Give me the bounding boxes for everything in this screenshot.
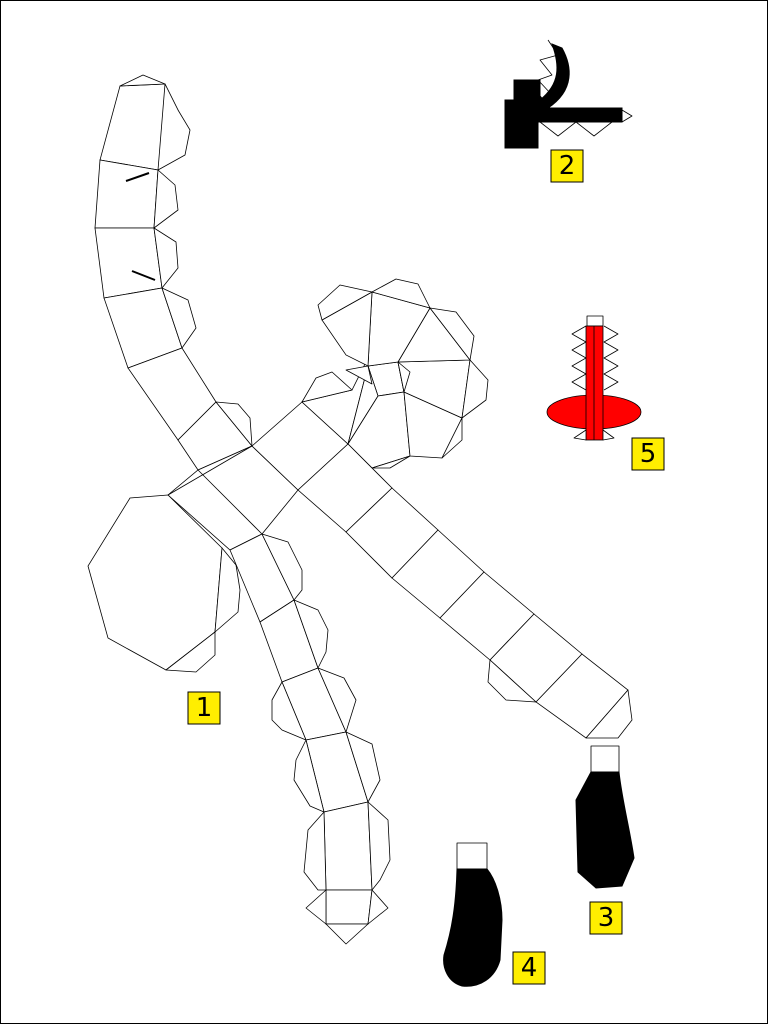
piece-label-box-3 <box>589 901 623 935</box>
piece-1-net <box>87 74 633 945</box>
net-strip-lower-leg <box>229 533 391 945</box>
piece-5-part <box>546 315 642 441</box>
piece-label-box-4 <box>512 951 546 985</box>
piece-label-box-1 <box>187 691 221 725</box>
piece-label-box-2 <box>550 149 584 183</box>
net-octagon-flap <box>87 494 241 673</box>
piece-label-1: 1 <box>196 693 213 723</box>
net-strip-lower-right <box>297 443 633 739</box>
piece-label-4: 4 <box>521 953 538 983</box>
net-flower-head <box>317 278 489 469</box>
piece-label-3: 3 <box>598 903 615 933</box>
piece-label-5: 5 <box>640 439 657 469</box>
net-strip-upper-left <box>94 74 253 471</box>
fold-mark <box>131 270 156 281</box>
piece-3-part <box>575 745 635 889</box>
piece-label-box-5 <box>631 437 665 471</box>
fold-mark <box>125 172 150 182</box>
piece-4-part <box>443 842 503 987</box>
piece-2-part <box>504 39 633 149</box>
piece-label-2: 2 <box>559 151 576 181</box>
